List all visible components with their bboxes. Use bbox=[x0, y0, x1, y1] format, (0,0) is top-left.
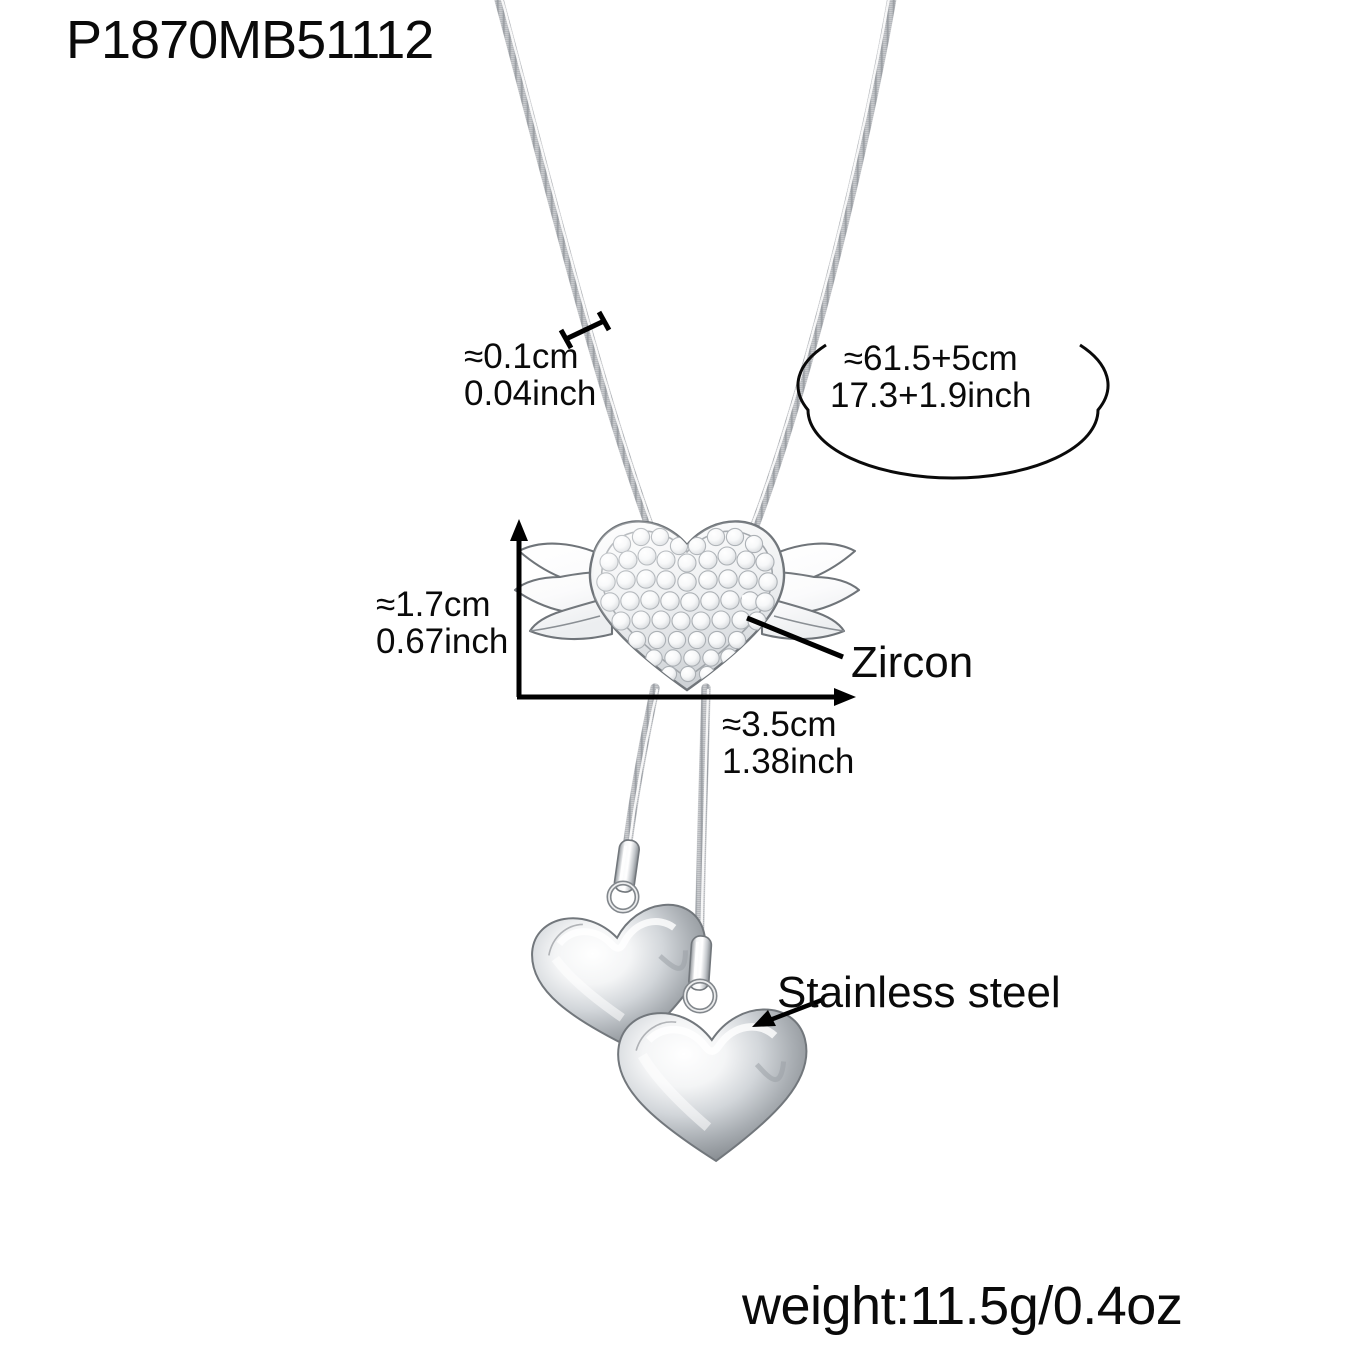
width-axis-arrowhead bbox=[834, 688, 856, 706]
dimension-axes bbox=[510, 519, 856, 706]
height-axis-arrowhead bbox=[510, 519, 528, 541]
pendant-height-measurement: ≈1.7cm 0.67inch bbox=[376, 585, 509, 662]
chain-length-ellipse bbox=[796, 343, 1110, 480]
stainless-steel-arrowhead bbox=[752, 1010, 776, 1027]
puffy-heart-right bbox=[617, 1008, 808, 1163]
heart-drop-right bbox=[617, 935, 808, 1163]
zircon-heart-pendant bbox=[588, 520, 786, 692]
pave-zircon-stones bbox=[594, 521, 785, 690]
stainless-steel-callout-label: Stainless steel bbox=[777, 968, 1061, 1017]
zircon-callout-label: Zircon bbox=[851, 638, 974, 687]
chain-length-measurement: ≈61.5+5cm 17.3+1.9inch bbox=[830, 339, 1032, 416]
stainless-steel-leader-line bbox=[752, 997, 823, 1027]
caliper-tick-right bbox=[596, 310, 612, 332]
product-weight: weight:11.5g/0.4oz bbox=[742, 1276, 1183, 1336]
chain-width-caliper bbox=[558, 310, 612, 350]
right-wing bbox=[760, 542, 861, 641]
zircon-leader-line bbox=[746, 615, 844, 660]
necklace-chain-upper bbox=[493, 0, 898, 566]
left-wing bbox=[513, 542, 614, 641]
caliper-tick-left bbox=[558, 328, 574, 350]
product-code: P1870MB51112 bbox=[66, 10, 434, 70]
chain-width-measurement: ≈0.1cm 0.04inch bbox=[464, 337, 597, 414]
caliper-span bbox=[564, 318, 606, 342]
angel-wings bbox=[513, 542, 861, 641]
pendant-width-measurement: ≈3.5cm 1.38inch bbox=[722, 705, 855, 782]
